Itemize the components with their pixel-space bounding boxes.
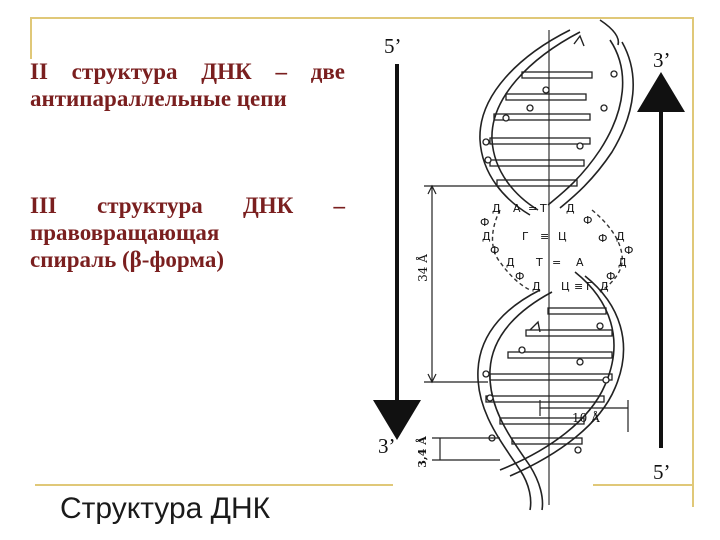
secondary-structure-line1: II структура ДНК – две — [30, 58, 345, 85]
phosphate-label: Ф — [624, 244, 633, 257]
tertiary-structure-text: III структура ДНК – правовращающая спира… — [30, 192, 345, 273]
tertiary-structure-line2: правовращающая — [30, 220, 220, 245]
secondary-structure-line2: антипараллельные цепи — [30, 86, 287, 111]
bond-label: ≡ — [540, 230, 549, 243]
diameter-label: 10 Å — [572, 410, 600, 425]
frame-top-line — [30, 17, 694, 19]
right-strand-top-label: 3’ — [653, 48, 671, 72]
frame-right-line — [692, 17, 694, 507]
sugar-label: Д — [566, 202, 575, 215]
diameter-dimension — [539, 400, 629, 432]
backbone-strand-two — [499, 19, 634, 477]
sugar-label: Д — [506, 256, 515, 269]
word: III — [30, 193, 57, 218]
base-label: Ц — [558, 230, 567, 243]
unwound-strand-dashes — [491, 209, 623, 293]
word: ДНК — [201, 59, 252, 84]
footer-title: Структура ДНК — [60, 492, 271, 525]
word: II — [30, 59, 48, 84]
sugar-label: Д — [616, 230, 625, 243]
left-strand-bottom-label: 3’ — [378, 434, 396, 458]
backbone-strand-one — [477, 29, 581, 511]
tertiary-structure-line3: спираль (β-форма) — [30, 247, 224, 272]
base-label: А — [576, 256, 584, 269]
base-pair-labels: Д А = Т Д Д Г ≡ Ц Д Д Т = А Д Д Ц ≡ Г Д … — [480, 202, 633, 293]
base-label: Т — [539, 202, 547, 215]
base-label: Г — [586, 280, 593, 293]
sugar-label: Д — [532, 280, 541, 293]
tertiary-structure-line1: III структура ДНК – — [30, 192, 345, 219]
secondary-structure-text: II структура ДНК – две антипараллельные … — [30, 58, 345, 112]
phosphate-label: Ф — [598, 232, 607, 245]
word: ДНК — [242, 193, 294, 218]
sugar-label: Д — [600, 280, 609, 293]
base-step-label: 3,4 Å — [415, 436, 429, 468]
sugar-label: Д — [618, 256, 627, 269]
phosphate-label: Ф — [606, 270, 615, 283]
base-label: Ц — [561, 280, 570, 293]
bond-label: = — [552, 256, 561, 269]
base-label: Т — [535, 256, 543, 269]
bond-label: = — [528, 202, 537, 215]
phosphate-label: Ф — [480, 216, 489, 229]
base-step-dimension — [432, 437, 500, 461]
upper-base-pair-rungs — [489, 71, 593, 187]
sugar-label: Д — [482, 230, 491, 243]
phosphate-circles — [482, 70, 618, 454]
backbone-direction-marks — [529, 34, 585, 333]
word: структура — [96, 193, 203, 218]
right-strand-bottom-label: 5’ — [653, 460, 671, 484]
phosphate-label: Ф — [583, 214, 592, 227]
frame-bottom-line-right — [593, 484, 693, 486]
frame-left-line — [30, 17, 32, 59]
base-label: А — [513, 202, 521, 215]
phosphate-label: Ф — [490, 244, 499, 257]
pitch-dimension — [424, 184, 500, 384]
bond-label: ≡ — [574, 280, 583, 293]
base-label: Г — [522, 230, 529, 243]
left-strand-top-label: 5’ — [384, 34, 402, 58]
sugar-label: Д — [492, 202, 501, 215]
pitch-label: 34 Å — [415, 254, 430, 282]
word: две — [310, 59, 345, 84]
word: – — [333, 193, 345, 218]
frame-bottom-line-left — [35, 484, 393, 486]
word: структура — [71, 59, 178, 84]
phosphate-label: Ф — [515, 270, 524, 283]
word: – — [275, 59, 287, 84]
